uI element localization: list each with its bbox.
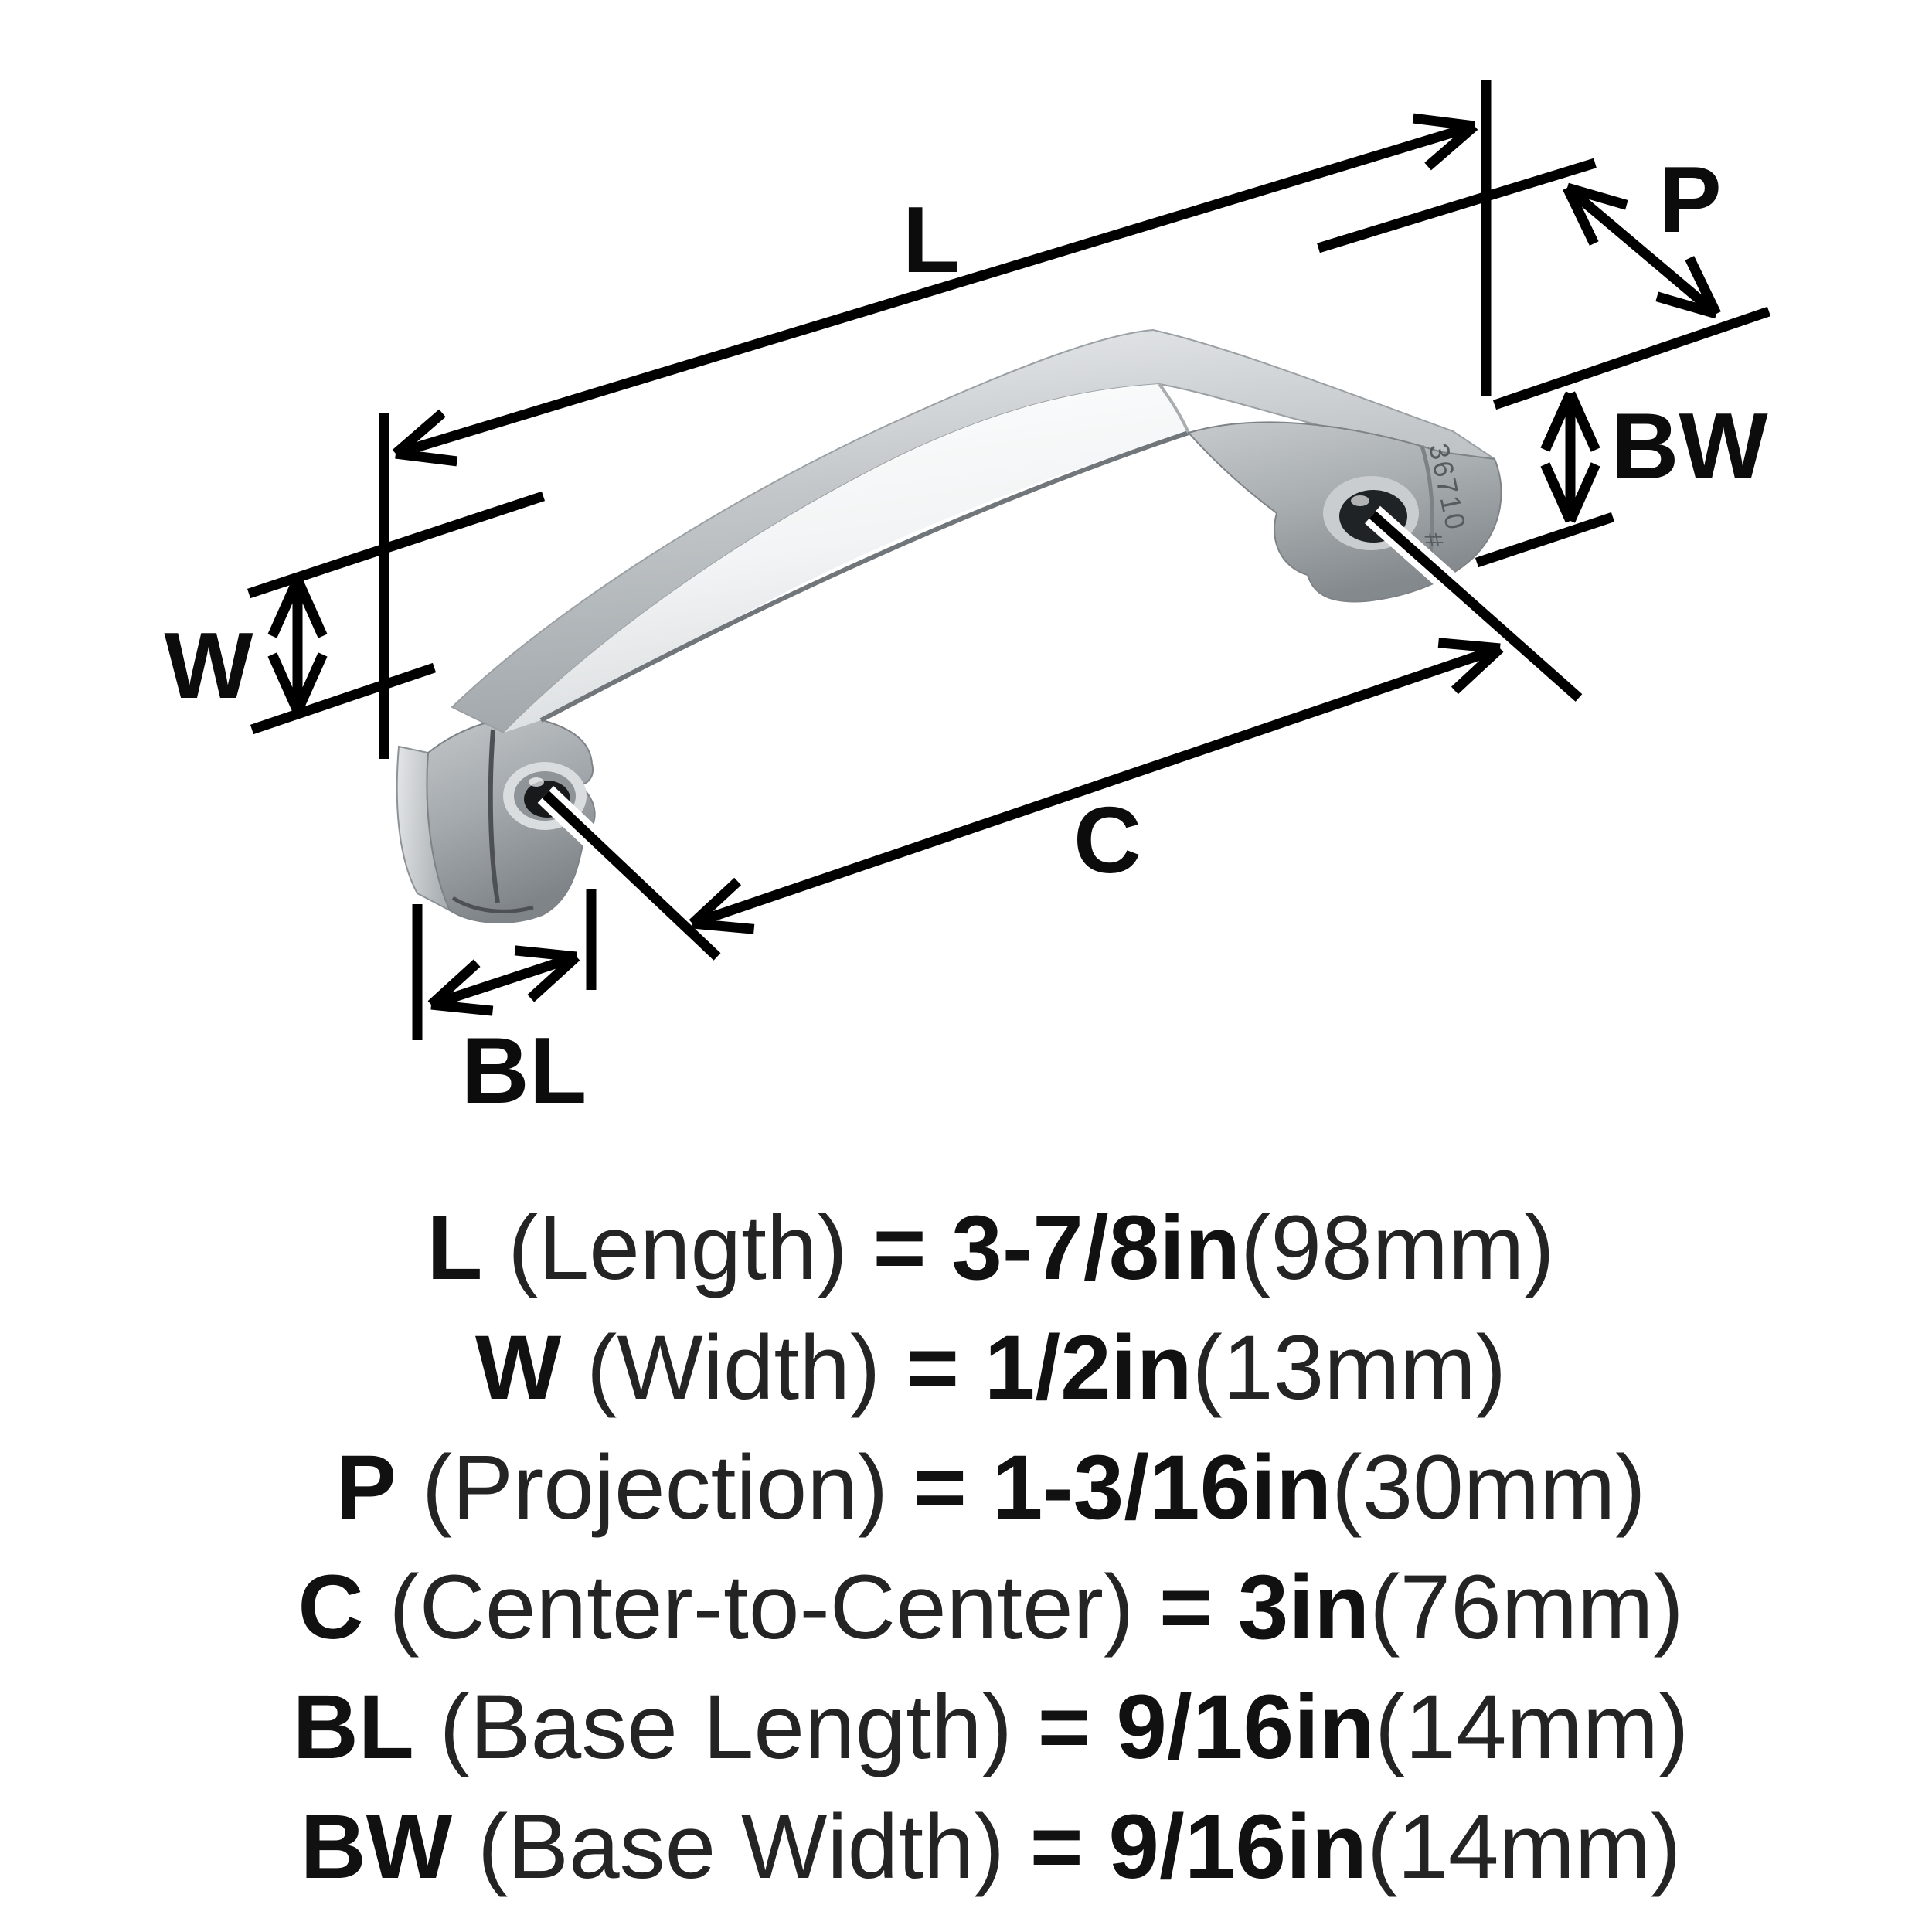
arrowhead-icon [1451,645,1504,695]
dimension-line-L [394,121,1476,459]
spec-imperial-value: 1/2in [984,1317,1192,1419]
spec-equals: = [1037,1676,1117,1778]
spec-equals: = [872,1197,952,1299]
left-screw-leader [542,791,721,961]
grip-front-face [504,384,1189,733]
arrowhead-icon [427,959,481,1009]
right-screw-glint [1351,495,1369,506]
dimension-line-P [1563,184,1720,318]
arrowhead-icon [267,577,302,638]
spec-metric-value: (98mm) [1240,1197,1555,1299]
arrowhead-icon [527,953,580,1002]
spec-symbol: P [335,1437,397,1539]
right-screw-leader [1369,511,1583,702]
spec-metric-value: (14mm) [1366,1796,1682,1898]
spec-imperial-value: 9/16in [1116,1676,1375,1778]
spec-symbol: C [298,1556,364,1658]
spec-name: (Base Width) [452,1796,1030,1898]
arrowhead-icon [514,945,577,962]
arrowhead-icon [1566,391,1600,452]
left-base-groove [488,729,500,903]
spec-imperial-value: 1-3/16in [992,1437,1332,1539]
spec-symbol: W [474,1317,562,1419]
grip-bottom-edge [539,430,1189,723]
spec-symbol: L [427,1197,483,1299]
dimension-spec-list: L (Length) = 3-7/8in(98mm) W (Width) = 1… [0,1189,1932,1907]
spec-imperial-value: 3-7/8in [951,1197,1241,1299]
spec-name: (Center-to-Center) [363,1556,1160,1658]
extension-p-lower-tick [1492,306,1771,410]
grip-elbow-crease [1158,383,1190,434]
left-screw-glint [529,777,544,787]
arrowhead-icon [430,999,494,1016]
arrowhead-icon [1566,182,1628,210]
dim-label-C: C [1073,787,1141,893]
spec-symbol: BL [292,1676,414,1778]
arrowhead-icon [392,409,446,457]
spec-line-center-to-center: C (Center-to-Center) = 3in(76mm) [49,1548,1932,1668]
spec-metric-value: (30mm) [1332,1437,1646,1539]
dimension-line-C [690,643,1502,929]
arrowhead-icon [1685,256,1721,316]
dimension-annotations: L W P BW C BL [164,80,1771,1123]
spec-equals: = [906,1317,985,1419]
spec-equals: = [1029,1796,1109,1898]
arrowhead-icon [1437,638,1501,654]
arrowhead-icon [293,577,328,638]
spec-metric-value: (14mm) [1374,1676,1689,1778]
spec-name: (Width) [561,1317,906,1419]
spec-line-base-length: BL (Base Length) = 9/16in(14mm) [49,1668,1932,1787]
left-base-bottom-groove [451,896,534,913]
arrowhead-icon [395,448,458,467]
spec-name: (Projection) [396,1437,913,1539]
arrowhead-icon [1540,391,1575,452]
extension-w-lower-tick [250,662,437,735]
arrowhead-icon [1424,122,1478,171]
dim-label-BL: BL [461,1018,587,1123]
arrowhead-icon [267,652,302,713]
extension-w-upper-tick [247,491,546,599]
arrowhead-icon [1563,185,1599,246]
arrowhead-icon [1412,113,1475,131]
spec-imperial-value: 9/16in [1108,1796,1367,1898]
spec-line-width: W (Width) = 1/2in(13mm) [49,1308,1932,1428]
arrowhead-icon [1566,462,1600,523]
spec-equals: = [913,1437,992,1539]
arrowhead-icon [1540,462,1575,523]
spec-line-length: L (Length) = 3-7/8in(98mm) [49,1189,1932,1308]
spec-metric-value: (76mm) [1369,1556,1684,1658]
spec-line-projection: P (Projection) = 1-3/16in(30mm) [49,1428,1932,1548]
spec-name: (Length) [482,1197,873,1299]
spec-name: (Base Length) [413,1676,1038,1778]
dim-label-L: L [903,187,961,292]
extension-bw-lower-tick [1475,512,1615,568]
spec-line-base-width: BW (Base Width) = 9/16in(14mm) [49,1787,1932,1907]
dim-label-P: P [1658,147,1721,252]
spec-symbol: BW [300,1796,453,1898]
dim-label-BW: BW [1611,393,1768,498]
arrowhead-icon [689,877,742,927]
spec-imperial-value: 3in [1237,1556,1370,1658]
spec-equals: = [1159,1556,1238,1658]
extension-p-upper-tick [1317,158,1597,253]
arrowhead-icon [293,652,328,713]
arrowhead-icon [1655,291,1718,319]
arrowhead-icon [692,918,755,934]
dimension-line-BL [429,951,579,1010]
spec-metric-value: (13mm) [1192,1317,1507,1419]
dim-label-W: W [164,613,253,718]
